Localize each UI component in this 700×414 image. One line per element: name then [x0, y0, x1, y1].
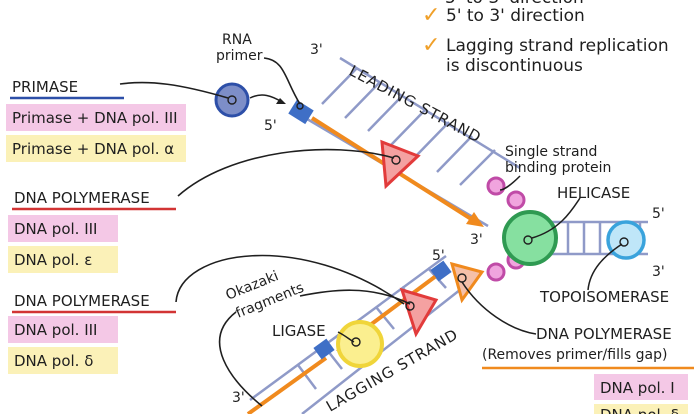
- rna-primer-label: primer: [216, 48, 263, 64]
- leading-5-prime: 5': [264, 118, 277, 134]
- checklist-item-cut: 5' to 3' direction: [445, 0, 584, 8]
- primase-prok-text: Primase + DNA pol. III: [12, 109, 178, 127]
- checklist: 5' to 3' direction ✓ 5' to 3' direction …: [422, 0, 669, 76]
- okazaki-primer: [430, 260, 452, 282]
- primase-prok-row: [6, 104, 186, 131]
- primase-euk-row: [6, 135, 186, 162]
- dna-pol-leading-prok-text: DNA pol. III: [14, 220, 97, 238]
- dna-pol-leading-heading: DNA POLYMERASE: [14, 189, 150, 207]
- dna-pol-right-heading: DNA POLYMERASE: [536, 325, 672, 343]
- leading-polymerase-connector: [177, 148, 395, 197]
- primase-icon: [214, 82, 250, 118]
- topoisomerase-label: TOPOISOMERASE: [539, 288, 669, 306]
- leading-3-prime: 3': [310, 42, 323, 58]
- pol-i-connector: [461, 281, 537, 335]
- pol-i-row: [594, 374, 688, 400]
- checklist-item-lagging-2: Lagging strand replication: [446, 36, 669, 56]
- dna-pol-lagging-prok-row: [8, 316, 118, 343]
- dna-pol-lagging-euk-text: DNA pol. δ: [14, 352, 93, 370]
- dna-pol-leading-euk-text: DNA pol. ε: [14, 251, 92, 269]
- legend-dna-pol-leading: DNA POLYMERASE DNA pol. III DNA pol. ε: [8, 189, 176, 273]
- ligase-label: LIGASE: [272, 322, 326, 340]
- check-icon: ✓: [422, 3, 440, 28]
- check-icon: ✓: [422, 33, 440, 58]
- dna-pol-leading-euk-row: [8, 246, 118, 273]
- ssb-label: Single strand: [505, 144, 597, 160]
- dna-pol-lagging-euk-row: [8, 347, 118, 374]
- lagging-5-prime: 5': [432, 248, 445, 264]
- topoisomerase-icon: [606, 220, 646, 260]
- pol-delta-row: [594, 404, 688, 414]
- fork-3-prime: 3': [470, 232, 483, 248]
- helicase-icon: [502, 210, 558, 266]
- checklist-item-lagging-3: is discontinuous: [446, 56, 583, 76]
- primase-heading: PRIMASE: [12, 78, 78, 96]
- checklist-item-lagging-1: 5' to 3' direction: [446, 6, 585, 26]
- pol-delta-text: DNA pol. δ: [600, 406, 679, 414]
- rna-primer-pointer: [263, 57, 301, 105]
- dna-pol-lagging-heading: DNA POLYMERASE: [14, 292, 150, 310]
- parental-5-prime: 5': [652, 206, 665, 222]
- ssb-label: binding protein: [505, 160, 611, 176]
- pol-i-icon: [449, 261, 485, 304]
- parental-3-prime: 3': [652, 264, 665, 280]
- leading-strand-ladder: [301, 56, 521, 228]
- leading-polymerase-icon: [380, 139, 421, 190]
- dna-pol-leading-prok-row: [8, 215, 118, 242]
- pol-i-text: DNA pol. I: [600, 379, 675, 397]
- dna-pol-right-sub: (Removes primer/fills gap): [482, 347, 667, 363]
- lagging-polymerase-icon: [399, 287, 439, 338]
- lagging-3-prime: 3': [232, 390, 245, 406]
- helicase-label: HELICASE: [557, 184, 630, 202]
- leading-rna-primer: [288, 99, 314, 125]
- rna-primer-label: RNA: [222, 32, 252, 48]
- primase-connector: [119, 81, 229, 99]
- lagging-polymerase-connector: [175, 254, 405, 305]
- okazaki-primer: [313, 338, 335, 360]
- dna-pol-lagging-prok-text: DNA pol. III: [14, 321, 97, 339]
- legend-dna-pol-lagging: DNA POLYMERASE DNA pol. III DNA pol. δ: [8, 292, 176, 374]
- primase-euk-text: Primase + DNA pol. α: [12, 140, 174, 158]
- legend-primase: PRIMASE Primase + DNA pol. III Primase +…: [6, 78, 186, 162]
